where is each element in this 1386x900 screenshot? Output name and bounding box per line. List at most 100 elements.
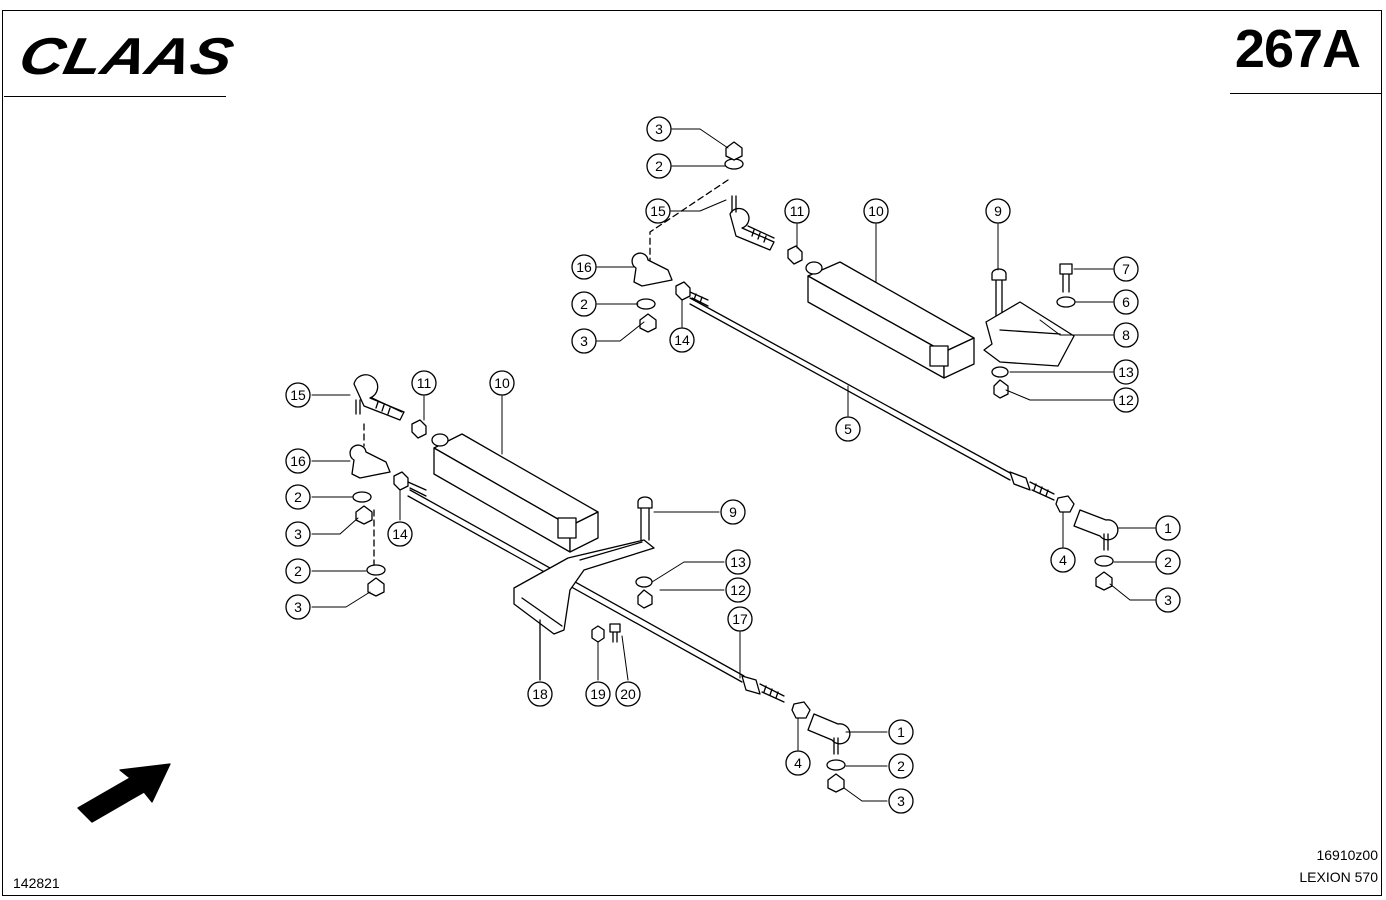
upper-washer-6: [1056, 296, 1076, 308]
callout-label: 2: [294, 563, 302, 579]
callout-bubbles: 3 2 15 16 2 3 14 11 10 9 7 6 8 13 12 5 1…: [285, 116, 1181, 814]
lower-cylinder: [431, 433, 599, 553]
callout: 4: [785, 750, 811, 776]
upper-washer-right: [1094, 555, 1114, 567]
lower-nut-4: [791, 701, 811, 719]
callout: 9: [720, 499, 746, 525]
callout: 6: [1113, 289, 1139, 315]
upper-washer-13: [991, 366, 1009, 378]
callout: 13: [725, 549, 751, 575]
upper-washer-left: [636, 298, 656, 310]
callout: 12: [725, 577, 751, 603]
claas-logo: CLAAS: [16, 30, 234, 80]
lower-bracket-16: [349, 444, 391, 479]
callout: 16: [571, 254, 597, 280]
lower-bolt-20: [609, 623, 621, 643]
upper-nut-left: [639, 313, 657, 333]
callout-label: 12: [1118, 392, 1134, 408]
callout: 3: [285, 594, 311, 620]
upper-nut-right: [1095, 571, 1113, 591]
callout-label: 15: [650, 203, 666, 219]
callout: 1: [888, 719, 914, 745]
callout-label: 3: [655, 121, 663, 137]
machine-model: LEXION 570: [1299, 869, 1378, 885]
callout-label: 15: [290, 387, 306, 403]
callout-label: 3: [1164, 592, 1172, 608]
callout-label: 2: [294, 489, 302, 505]
lower-nut-12: [637, 589, 653, 609]
lower-bolt-9: [637, 496, 653, 541]
callout-label: 13: [1118, 364, 1134, 380]
callout-label: 6: [1122, 294, 1130, 310]
callout: 2: [646, 153, 672, 179]
callout-label: 9: [729, 504, 737, 520]
callout-label: 11: [417, 375, 432, 391]
callout-label: 1: [897, 724, 905, 740]
upper-bracket-16: [631, 252, 673, 287]
callout-label: 8: [1122, 327, 1130, 343]
lower-nut-19: [591, 625, 605, 643]
callout: 15: [645, 198, 671, 224]
callout: 3: [646, 116, 672, 142]
upper-bolt-7: [1059, 263, 1073, 293]
callout: 2: [1155, 549, 1181, 575]
upper-ball-joint-15: [729, 207, 775, 251]
callout-label: 4: [1059, 552, 1067, 568]
callout: 2: [285, 484, 311, 510]
callout-label: 4: [794, 755, 802, 771]
lower-rod-sleeve: [741, 675, 761, 695]
callout-label: 14: [674, 332, 690, 348]
callout-label: 3: [897, 793, 905, 809]
direction-arrow-icon: [77, 763, 171, 823]
lower-nut-14: [393, 471, 409, 491]
callout-label: 20: [620, 686, 636, 702]
callout: 13: [1113, 359, 1139, 385]
page-number-underline: [1230, 93, 1382, 94]
callout: 12: [1113, 387, 1139, 413]
callout-label: 2: [1164, 554, 1172, 570]
upper-nut-top: [725, 141, 743, 161]
callout-label: 14: [392, 526, 408, 542]
callout-label: 18: [532, 686, 548, 702]
callout: 11: [784, 198, 810, 224]
callout-label: 2: [897, 758, 905, 774]
callout: 2: [888, 753, 914, 779]
callout-label: 17: [732, 611, 748, 627]
leader-lines: [311, 128, 1156, 802]
page-number: 267A: [1234, 19, 1361, 79]
callout: 3: [285, 521, 311, 547]
callout: 1: [1155, 515, 1181, 541]
lower-washer-b: [366, 564, 386, 576]
upper-nut-4: [1055, 495, 1075, 513]
callout: 3: [1155, 587, 1181, 613]
lower-washer-13: [635, 576, 653, 588]
upper-rod-sleeve: [1009, 471, 1031, 491]
lower-washer-right: [826, 759, 846, 771]
upper-rod: [689, 297, 1013, 475]
callout: 11: [411, 370, 437, 396]
drawing-number: 16910z00: [1316, 847, 1378, 863]
logo-underline: [4, 96, 226, 97]
callout-label: 3: [294, 599, 302, 615]
callout: 8: [1113, 322, 1139, 348]
callout: 2: [571, 291, 597, 317]
reference-number-left: 142821: [13, 875, 60, 891]
callout: 9: [985, 198, 1011, 224]
callout: 14: [669, 327, 695, 353]
callout-label: 10: [494, 375, 510, 391]
lower-ball-joint: [807, 713, 851, 745]
callout-label: 2: [655, 158, 663, 174]
lower-nut-right: [827, 773, 845, 793]
callout-label: 3: [294, 526, 302, 542]
lower-rod: [409, 489, 745, 677]
callout: 3: [571, 328, 597, 354]
callout-label: 11: [790, 203, 805, 219]
callout-label: 19: [590, 686, 606, 702]
upper-nut-12: [993, 379, 1009, 399]
callout-label: 13: [730, 554, 746, 570]
drawing-sheet-frame: [2, 10, 1382, 896]
lower-nut-b: [367, 577, 385, 597]
lower-linkage-assembly: [349, 374, 851, 793]
callout: 14: [387, 521, 413, 547]
upper-linkage-assembly: [631, 141, 1119, 591]
